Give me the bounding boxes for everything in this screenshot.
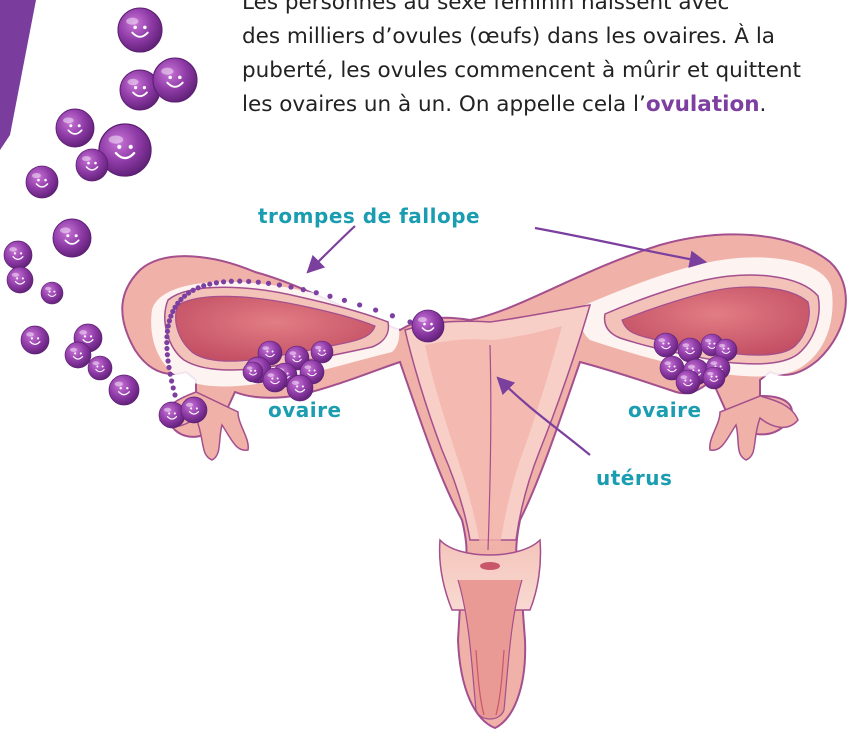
path-dot — [229, 279, 234, 284]
label-ovary-left: ovaire — [268, 398, 342, 422]
path-dot — [165, 358, 170, 363]
ovum-icon — [412, 310, 444, 342]
path-dot — [167, 318, 172, 323]
path-dot — [266, 281, 271, 286]
path-dot — [165, 329, 170, 334]
path-dot — [164, 334, 169, 339]
path-dot — [164, 340, 169, 345]
path-dot — [166, 365, 171, 370]
ovum-icon — [243, 362, 263, 382]
ovum-icon — [703, 367, 725, 389]
ovum-icon — [118, 8, 162, 52]
ovum-icon — [76, 149, 108, 181]
ovum-icon — [109, 375, 139, 405]
ovum-icon — [26, 166, 58, 198]
path-dot — [277, 282, 282, 287]
path-dot — [390, 313, 395, 318]
ovum-icon — [678, 338, 702, 362]
ovum-icon — [41, 282, 63, 304]
label-uterus: utérus — [596, 466, 672, 490]
path-dot — [172, 392, 177, 397]
ovum-icon — [65, 342, 91, 368]
path-dot — [214, 280, 219, 285]
path-dot — [207, 281, 212, 286]
ovum-icon — [56, 109, 94, 147]
path-dot — [168, 313, 173, 318]
arrow-fallopian-left — [308, 226, 355, 272]
path-dot — [169, 378, 174, 383]
path-dot — [171, 385, 176, 390]
path-dot — [165, 352, 170, 357]
ovum-icon — [7, 267, 33, 293]
path-dot — [327, 294, 332, 299]
uterus-body — [122, 234, 846, 728]
ovum-icon — [654, 333, 678, 357]
ovum-icon — [153, 58, 197, 102]
ovum-in-tube — [412, 310, 444, 342]
ovum-icon — [263, 368, 287, 392]
path-dot — [201, 283, 206, 288]
ovum-icon — [181, 397, 207, 423]
path-dot — [246, 279, 251, 284]
path-dot — [168, 372, 173, 377]
ovum-icon — [21, 326, 49, 354]
decorative-swoosh — [0, 0, 36, 150]
path-dot — [256, 280, 261, 285]
ovum-icon — [4, 241, 32, 269]
path-dot — [196, 285, 201, 290]
label-ovary-right: ovaire — [628, 398, 702, 422]
ovum-icon — [159, 402, 185, 428]
ovum-icon — [311, 341, 333, 363]
path-dot — [373, 307, 378, 312]
ovum-icon — [88, 356, 112, 380]
path-dot — [237, 279, 242, 284]
path-dot — [288, 284, 293, 289]
path-dot — [164, 346, 169, 351]
path-dot — [186, 290, 191, 295]
path-dot — [301, 287, 306, 292]
label-fallopian-tubes: trompes de fallope — [258, 204, 480, 228]
ovum-icon — [53, 219, 91, 257]
path-dot — [191, 288, 196, 293]
path-dot — [166, 323, 171, 328]
ovum-icon — [676, 370, 700, 394]
path-dot — [357, 302, 362, 307]
path-dot — [314, 290, 319, 295]
path-dot — [342, 298, 347, 303]
path-dot — [221, 279, 226, 284]
